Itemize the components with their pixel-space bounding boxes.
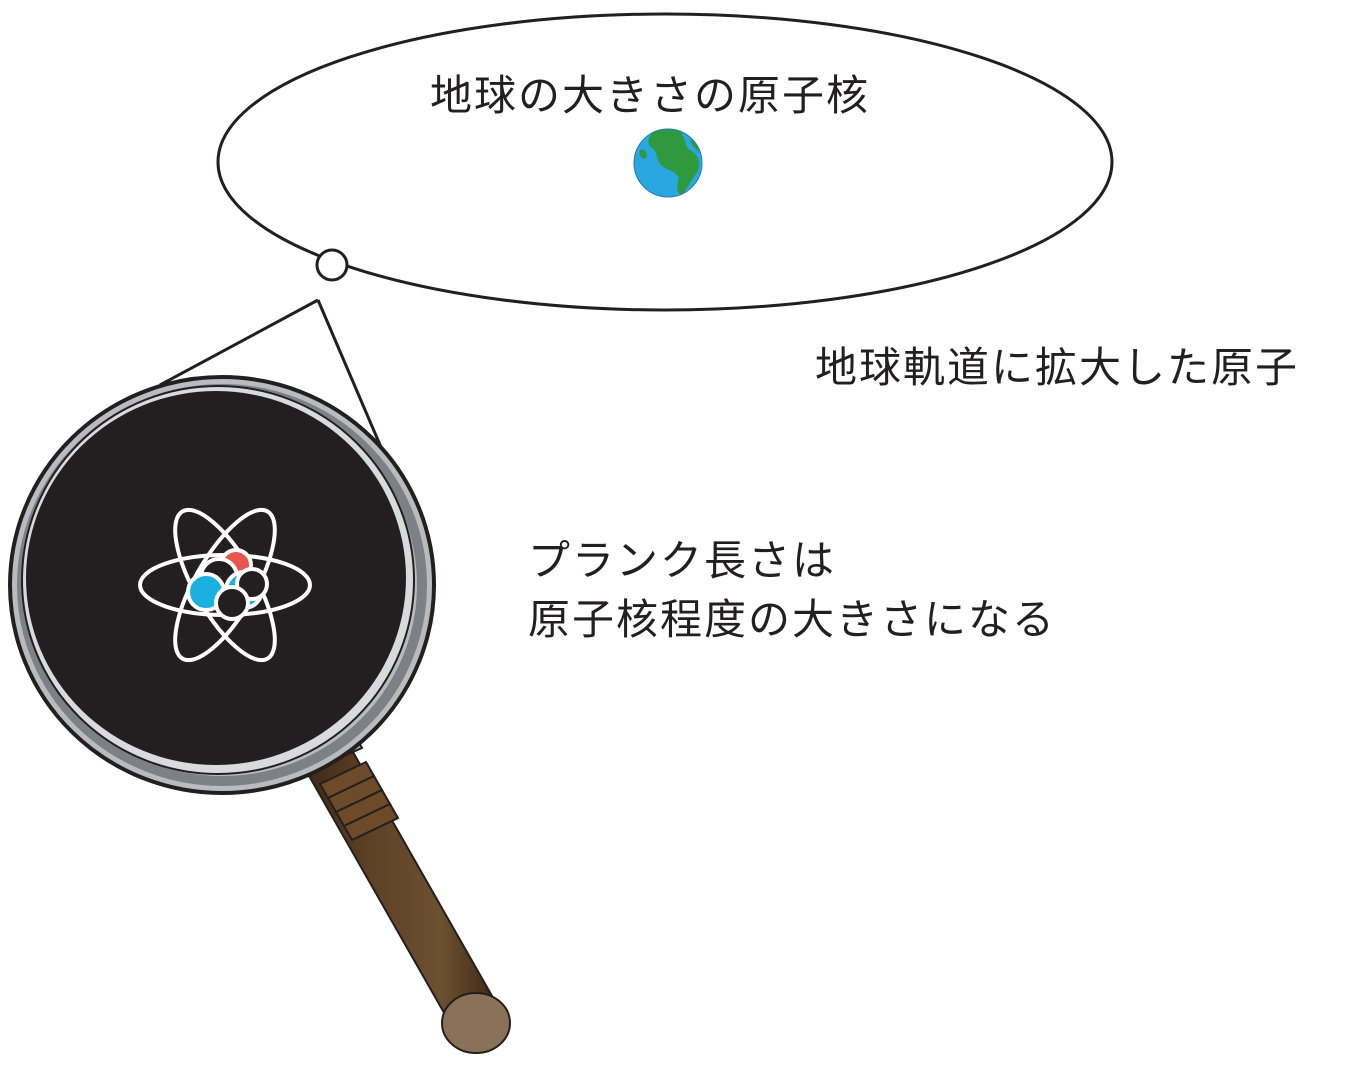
- magnifying-glass-icon: [8, 375, 511, 1054]
- planck-text-line-1: プランク長さは: [528, 536, 837, 585]
- magnifier-handle: [298, 724, 511, 1054]
- earth-icon: [633, 128, 703, 198]
- orbit-label: 地球軌道に拡大した原子: [815, 343, 1300, 392]
- nucleus: [186, 548, 269, 621]
- planck-text-line-2: 原子核程度の大きさになる: [528, 595, 1057, 644]
- bubble-title: 地球の大きさの原子核: [430, 71, 871, 120]
- thought-bubble-tail-dot: [315, 248, 349, 282]
